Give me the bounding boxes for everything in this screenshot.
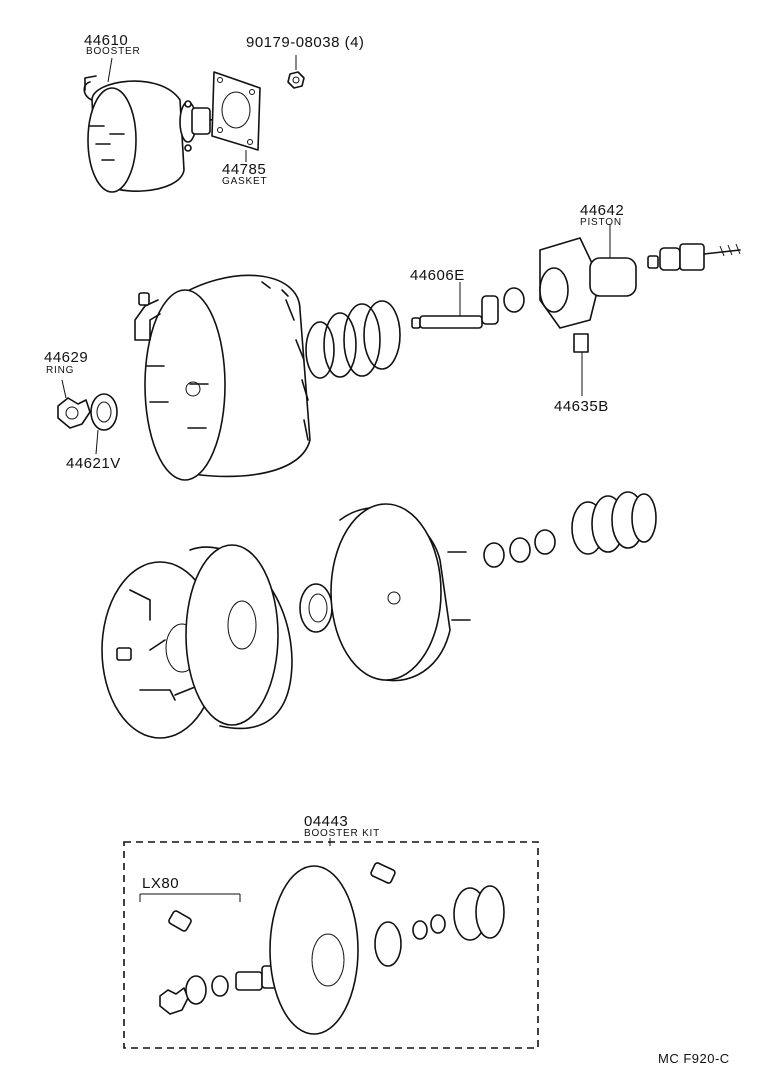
seal-ring-drawing — [299, 583, 333, 633]
booster-small-drawing — [83, 75, 223, 193]
piston-drawing — [539, 224, 637, 396]
ring-drawing — [57, 379, 91, 429]
booster-kit-box — [123, 841, 539, 1049]
push-rod-drawing — [411, 282, 525, 329]
kit-parts-drawing — [159, 838, 505, 1035]
small-seals-drawing — [483, 529, 556, 568]
callout-booster-small-partno: 44610 — [84, 32, 129, 49]
callout-ring-name: RING — [46, 365, 75, 376]
callout-rod-partno: 44606E — [410, 267, 465, 284]
diaphragm-plate-drawing — [185, 544, 293, 730]
callout-ring-partno: 44629 — [44, 349, 89, 366]
kit-sublabel: LX80 — [142, 875, 180, 892]
callout-seal-partno: 44621V — [66, 455, 121, 472]
booster-shell-drawing — [134, 274, 311, 481]
gasket-drawing — [211, 71, 261, 151]
callout-key-partno: 44635B — [554, 398, 609, 415]
figure-code: MC F920-C — [658, 1051, 730, 1066]
callout-gasket-name: GASKET — [222, 176, 268, 187]
callout-booster-small-name: BOOSTER — [86, 46, 141, 57]
booster-small-leader — [107, 57, 113, 83]
spring-drawing — [305, 300, 401, 379]
valve-rod-drawing — [647, 243, 741, 271]
nut-drawing — [287, 55, 305, 89]
callout-piston-partno: 44642 — [580, 202, 625, 219]
callout-nut-partno: 90179-08038 (4) — [246, 34, 365, 51]
callout-piston-name: PISTON — [580, 217, 622, 228]
callout-kit-name: BOOSTER KIT — [304, 828, 381, 839]
bellows-drawing — [571, 491, 657, 555]
seal-drawing — [90, 393, 118, 455]
callout-kit-partno: 04443 — [304, 813, 349, 830]
front-shell-drawing — [330, 503, 471, 682]
callout-gasket-partno: 44785 — [222, 161, 267, 178]
